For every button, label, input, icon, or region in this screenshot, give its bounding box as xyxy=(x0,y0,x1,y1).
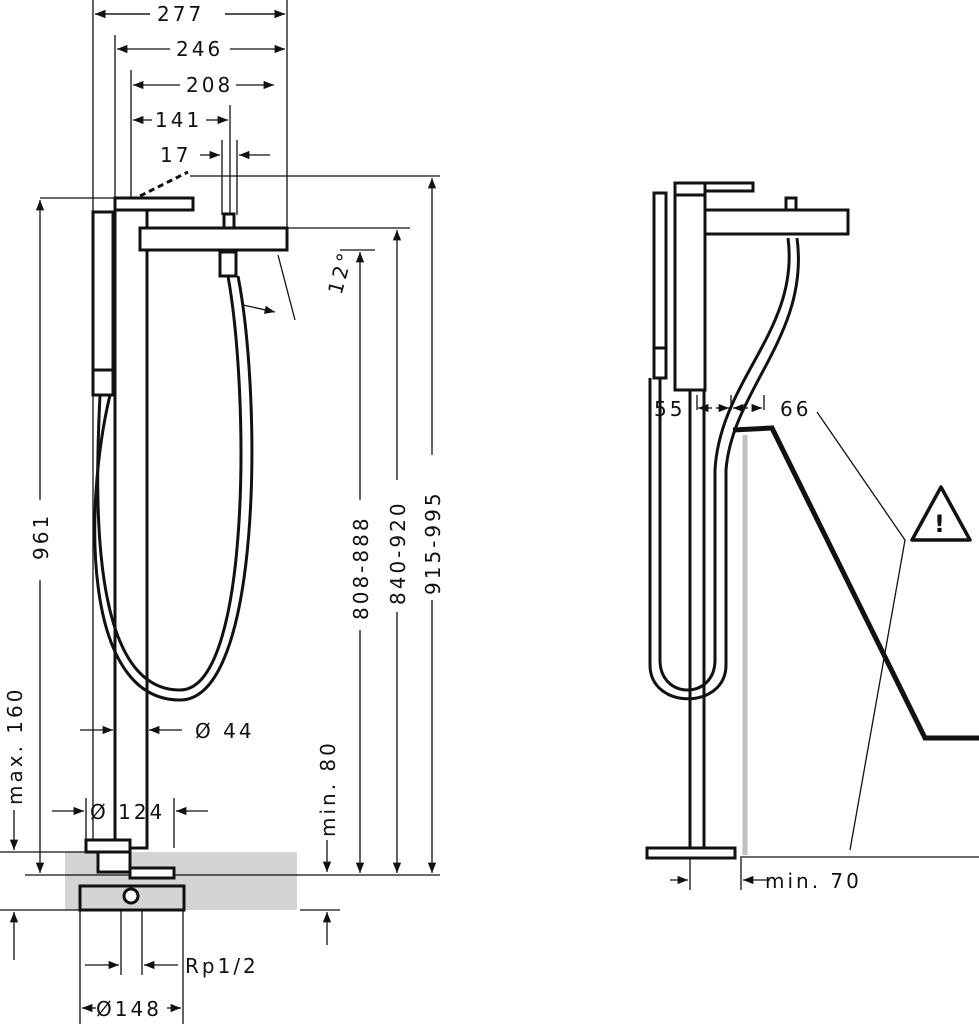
dimension-label: 840-920 xyxy=(386,500,410,605)
dimension-label: 208 xyxy=(186,73,233,97)
dimension-label: min. 80 xyxy=(316,740,340,837)
warning-icon: ! xyxy=(910,485,972,542)
dimension-label: Ø 124 xyxy=(90,800,165,824)
dimension-246: 246 xyxy=(117,37,285,61)
dimension-max-160: max. 160 xyxy=(3,687,27,960)
dimension-17: 17 xyxy=(160,143,270,167)
dimension-rp-1-2: Rp1/2 xyxy=(85,954,259,978)
dimension-diameter-44: Ø 44 xyxy=(80,719,255,743)
dimension-961: 961 xyxy=(29,200,53,873)
dimension-808-888: 808-888 xyxy=(349,252,373,873)
dimension-label: max. 160 xyxy=(3,687,27,805)
dimension-915-995: 915-995 xyxy=(421,178,445,873)
dimension-label: min. 70 xyxy=(765,869,862,893)
dimension-min-80: min. 80 xyxy=(316,740,340,945)
dimension-208: 208 xyxy=(133,73,274,97)
dimension-label: Rp1/2 xyxy=(185,954,259,978)
dimension-label: Ø 44 xyxy=(195,719,255,743)
dimension-label: Ø148 xyxy=(96,997,162,1021)
dimension-141: 141 xyxy=(133,108,228,132)
bathtub-profile xyxy=(732,425,979,741)
dimension-label: 55 xyxy=(654,397,685,421)
warning-symbol: ! xyxy=(934,510,945,538)
dimension-label: 66 xyxy=(780,397,811,421)
right-view: 55 66 ! min. 70 xyxy=(645,181,979,893)
dimension-66: 66 xyxy=(733,397,811,421)
dimension-840-920: 840-920 xyxy=(386,230,410,873)
dimension-diameter-124: Ø 124 xyxy=(52,798,208,848)
dimension-diameter-148: Ø148 xyxy=(82,997,181,1021)
dimension-label: 141 xyxy=(155,108,202,132)
dimension-label: 808-888 xyxy=(349,515,373,620)
dimension-min-70: min. 70 xyxy=(670,858,862,893)
dimension-label: 961 xyxy=(29,513,53,560)
dimension-55: 55 xyxy=(654,397,729,421)
left-view: 277 246 208 141 17 12° 961 808-888 840-9… xyxy=(0,0,445,1024)
dimension-label: 915-995 xyxy=(421,490,445,595)
angle-label: 12° xyxy=(323,248,358,297)
dimension-label: 246 xyxy=(176,37,223,61)
dimension-277: 277 xyxy=(95,2,285,26)
dimension-label: 277 xyxy=(157,2,204,26)
dimension-label: 17 xyxy=(160,143,191,167)
